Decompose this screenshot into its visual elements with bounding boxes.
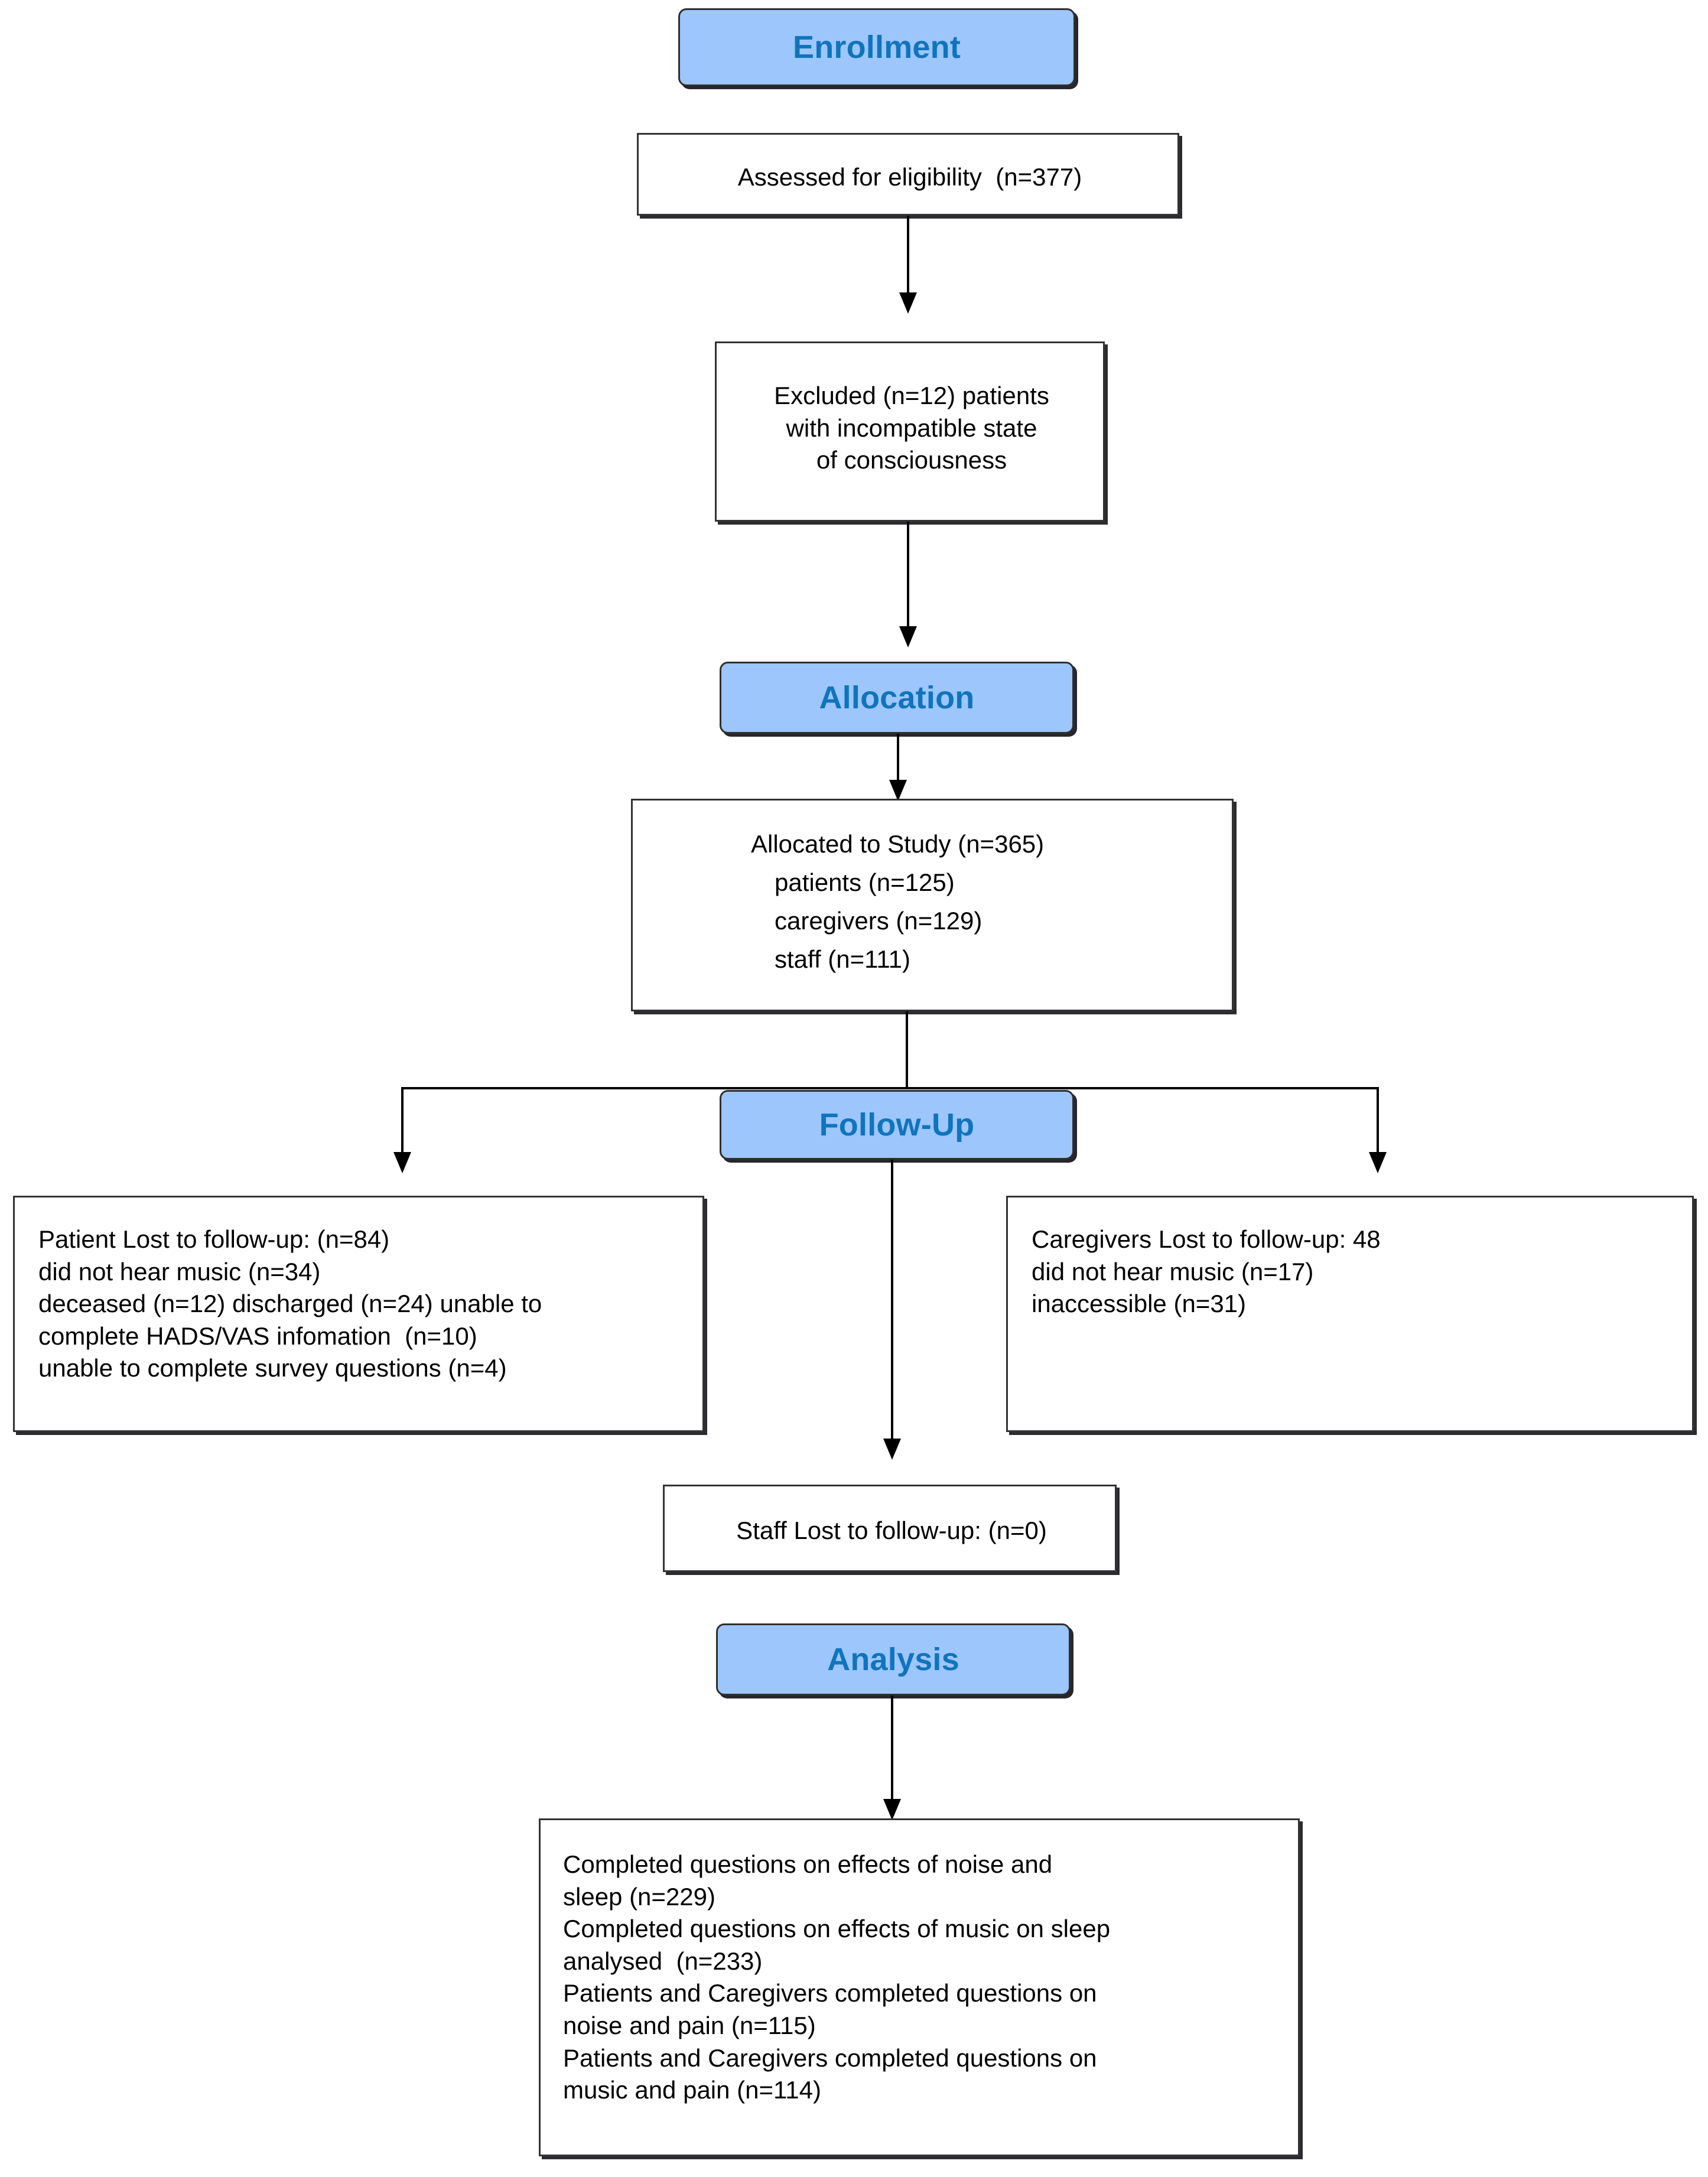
- arrowhead-excluded-to-allocation: [899, 626, 917, 647]
- connector-allocated-to-followup: [906, 1011, 908, 1088]
- box-assessed-for-eligibility: Assessed for eligibility (n=377): [637, 133, 1179, 216]
- connector-assessed-to-excluded: [907, 216, 909, 303]
- connector-analysis-to-results: [891, 1696, 893, 1814]
- box-analysis-results: Completed questions on effects of noise …: [539, 1818, 1300, 2156]
- box-analysis-results-text: Completed questions on effects of noise …: [563, 1850, 1111, 2104]
- box-allocated-line-caregivers: caregivers (n=129): [775, 907, 982, 935]
- connector-followup-right-branch: [1377, 1087, 1379, 1163]
- box-staff-lost-to-followup: Staff Lost to follow-up: (n=0): [663, 1485, 1117, 1572]
- box-assessed-for-eligibility-text: Assessed for eligibility (n=377): [737, 163, 1082, 191]
- stage-banner-follow-up: Follow-Up: [720, 1090, 1074, 1160]
- stage-banner-enrollment: Enrollment: [678, 8, 1075, 86]
- stage-banner-analysis: Analysis: [716, 1623, 1071, 1696]
- arrowhead-followup-to-staff-lost: [883, 1439, 901, 1460]
- box-staff-lost-to-followup-text: Staff Lost to follow-up: (n=0): [736, 1517, 1047, 1544]
- box-allocated-line-patients: patients (n=125): [775, 868, 955, 896]
- box-excluded: Excluded (n=12) patients with incompatib…: [715, 341, 1105, 522]
- arrowhead-followup-right-branch: [1369, 1152, 1387, 1173]
- connector-followup-branch-bus: [401, 1087, 1379, 1089]
- box-caregivers-lost-to-followup: Caregivers Lost to follow-up: 48 did not…: [1006, 1196, 1694, 1432]
- stage-banner-allocation-label: Allocation: [819, 680, 975, 715]
- arrowhead-allocation-to-allocated: [889, 780, 907, 801]
- connector-allocation-to-allocated: [897, 734, 899, 811]
- box-allocated-line-staff: staff (n=111): [775, 945, 910, 973]
- box-caregivers-lost-to-followup-text: Caregivers Lost to follow-up: 48 did not…: [1032, 1225, 1381, 1318]
- stage-banner-analysis-label: Analysis: [827, 1642, 959, 1677]
- stage-banner-follow-up-label: Follow-Up: [819, 1107, 975, 1143]
- box-patient-lost-to-followup: Patient Lost to follow-up: (n=84) did no…: [13, 1196, 704, 1432]
- box-patient-lost-to-followup-text: Patient Lost to follow-up: (n=84) did no…: [38, 1225, 542, 1382]
- box-allocated-to-study: Allocated to Study (n=365) patients (n=1…: [631, 799, 1234, 1011]
- arrowhead-followup-left-branch: [393, 1152, 411, 1173]
- stage-banner-allocation: Allocation: [720, 662, 1074, 734]
- connector-followup-left-branch: [401, 1087, 404, 1163]
- stage-banner-enrollment-label: Enrollment: [792, 30, 961, 65]
- arrowhead-assessed-to-excluded: [899, 292, 917, 314]
- box-allocated-line-total: Allocated to Study (n=365): [751, 830, 1045, 858]
- connector-followup-to-staff-lost: [891, 1160, 893, 1455]
- box-excluded-text: Excluded (n=12) patients with incompatib…: [774, 382, 1049, 474]
- arrowhead-analysis-to-results: [883, 1799, 901, 1820]
- connector-excluded-to-allocation: [907, 522, 909, 640]
